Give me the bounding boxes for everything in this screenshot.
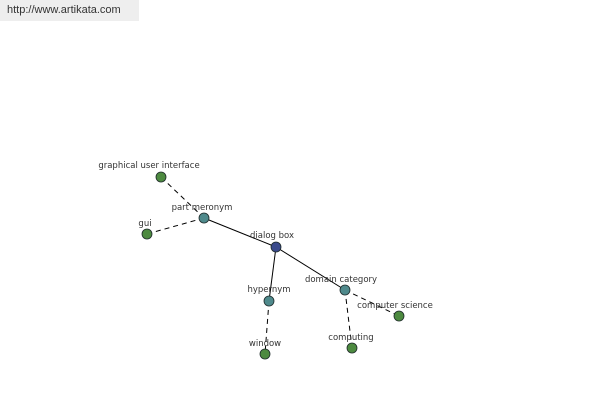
node-dot-computer-science[interactable] xyxy=(393,310,405,322)
edge-part-meronym-to-graphical-user-interface xyxy=(160,176,205,219)
source-url-link[interactable]: http://www.artikata.com xyxy=(7,4,121,16)
node-part-meronym[interactable]: part meronym xyxy=(172,203,233,224)
node-label-hypernym: hypernym xyxy=(247,285,290,295)
edge-domain-category-to-computer-science xyxy=(344,289,400,317)
node-gui[interactable]: gui xyxy=(138,219,153,240)
node-dot-graphical-user-interface[interactable] xyxy=(155,171,167,183)
edge-dialog-box-to-hypernym xyxy=(268,246,277,302)
node-dialog-box[interactable]: dialog box xyxy=(250,231,294,253)
nodes-layer: dialog box part meronym hypernym domain cat… xyxy=(98,161,433,360)
node-dot-dialog-box[interactable] xyxy=(270,241,282,253)
node-computer-science[interactable]: computer science xyxy=(357,301,433,322)
node-label-domain-category: domain category xyxy=(305,275,377,285)
node-hypernym[interactable]: hypernym xyxy=(247,285,291,307)
edges-layer xyxy=(146,176,400,355)
node-label-window: window xyxy=(249,339,281,349)
node-label-part-meronym: part meronym xyxy=(172,203,233,213)
node-label-computer-science: computer science xyxy=(357,301,433,311)
edge-domain-category-to-computing xyxy=(344,289,353,349)
node-computing[interactable]: computing xyxy=(328,333,374,354)
edge-dialog-box-to-part-meronym xyxy=(203,217,277,248)
node-dot-hypernym[interactable] xyxy=(263,295,275,307)
node-domain-category[interactable]: domain category xyxy=(305,275,377,296)
node-dot-part-meronym[interactable] xyxy=(198,212,210,224)
source-banner: http://www.artikata.com xyxy=(0,0,139,21)
node-label-graphical-user-interface: graphical user interface xyxy=(98,161,199,171)
node-dot-computing[interactable] xyxy=(346,342,358,354)
node-window[interactable]: window xyxy=(249,339,281,360)
node-label-computing: computing xyxy=(328,333,373,343)
edge-dialog-box-to-domain-category xyxy=(275,246,346,291)
node-label-gui: gui xyxy=(138,219,151,229)
node-dot-domain-category[interactable] xyxy=(339,284,351,296)
node-dot-gui[interactable] xyxy=(141,228,153,240)
node-label-dialog-box: dialog box xyxy=(250,231,294,241)
node-dot-window[interactable] xyxy=(259,348,271,360)
node-graphical-user-interface[interactable]: graphical user interface xyxy=(98,161,200,183)
edge-part-meronym-to-gui xyxy=(146,217,205,235)
